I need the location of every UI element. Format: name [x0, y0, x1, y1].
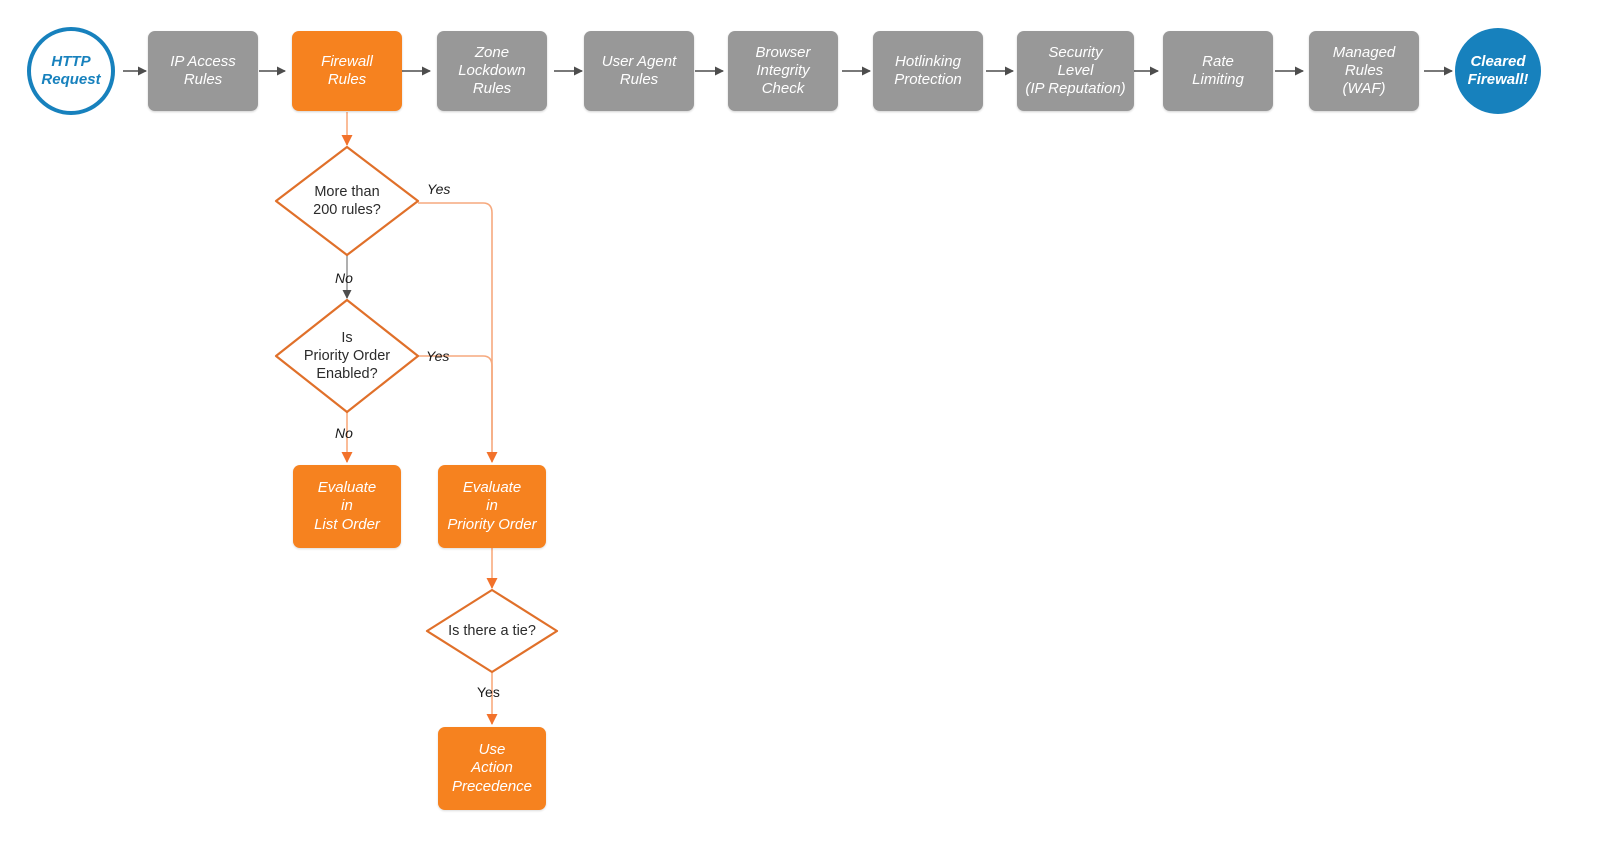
decision-is-priority-order-enabled-label: Is Priority Order Enabled? — [303, 329, 391, 383]
node-firewall-rules-label: Firewall Rules — [321, 52, 373, 88]
node-managed-rules-waf-label: Managed Rules (WAF) — [1332, 43, 1396, 98]
edge-label-more-rules-no: No — [335, 270, 353, 286]
node-user-agent-rules-label: User Agent Rules — [601, 52, 677, 88]
decision-is-there-a-tie — [425, 588, 559, 674]
decision-more-than-200-rules — [274, 145, 420, 257]
decision-more-than-200-rules-label: More than 200 rules? — [313, 183, 381, 218]
node-managed-rules-waf[interactable]: Managed Rules (WAF) — [1309, 31, 1419, 111]
node-user-agent-rules[interactable]: User Agent Rules — [584, 31, 694, 111]
node-security-level-label: Security Level (IP Reputation) — [1025, 43, 1126, 98]
node-hotlinking-protection-label: Hotlinking Protection — [894, 52, 962, 88]
edge-label-tie-yes: Yes — [477, 684, 500, 700]
node-browser-integrity-check-label: Browser Integrity Check — [755, 43, 811, 98]
node-zone-lockdown-rules[interactable]: Zone Lockdown Rules — [437, 31, 547, 111]
action-use-action-precedence-label: Use Action Precedence — [451, 741, 533, 795]
node-security-level[interactable]: Security Level (IP Reputation) — [1017, 31, 1134, 111]
decision-is-priority-order-enabled — [274, 298, 420, 414]
node-ip-access-rules-label: IP Access Rules — [170, 52, 236, 88]
start-node-label: HTTP Request — [41, 52, 101, 88]
node-ip-access-rules[interactable]: IP Access Rules — [148, 31, 258, 111]
action-use-action-precedence[interactable]: Use Action Precedence — [438, 727, 546, 810]
edge-label-more-rules-yes: Yes — [427, 181, 451, 197]
edge-label-priority-no: No — [335, 425, 353, 441]
end-node-label: Cleared Firewall! — [1467, 52, 1529, 88]
action-evaluate-in-list-order-label: Evaluate in List Order — [314, 479, 380, 533]
node-firewall-rules[interactable]: Firewall Rules — [292, 31, 402, 111]
start-node-http-request[interactable]: HTTP Request — [27, 27, 115, 115]
action-evaluate-in-priority-order[interactable]: Evaluate in Priority Order — [438, 465, 546, 548]
node-rate-limiting[interactable]: Rate Limiting — [1163, 31, 1273, 111]
node-browser-integrity-check[interactable]: Browser Integrity Check — [728, 31, 838, 111]
action-evaluate-in-list-order[interactable]: Evaluate in List Order — [293, 465, 401, 548]
decision-is-there-a-tie-label: Is there a tie? — [448, 622, 536, 639]
node-zone-lockdown-rules-label: Zone Lockdown Rules — [458, 43, 526, 98]
action-evaluate-in-priority-order-label: Evaluate in Priority Order — [447, 479, 537, 533]
node-hotlinking-protection[interactable]: Hotlinking Protection — [873, 31, 983, 111]
edge-label-priority-yes: Yes — [426, 348, 450, 364]
end-node-cleared-firewall[interactable]: Cleared Firewall! — [1455, 28, 1541, 114]
node-rate-limiting-label: Rate Limiting — [1192, 52, 1244, 88]
